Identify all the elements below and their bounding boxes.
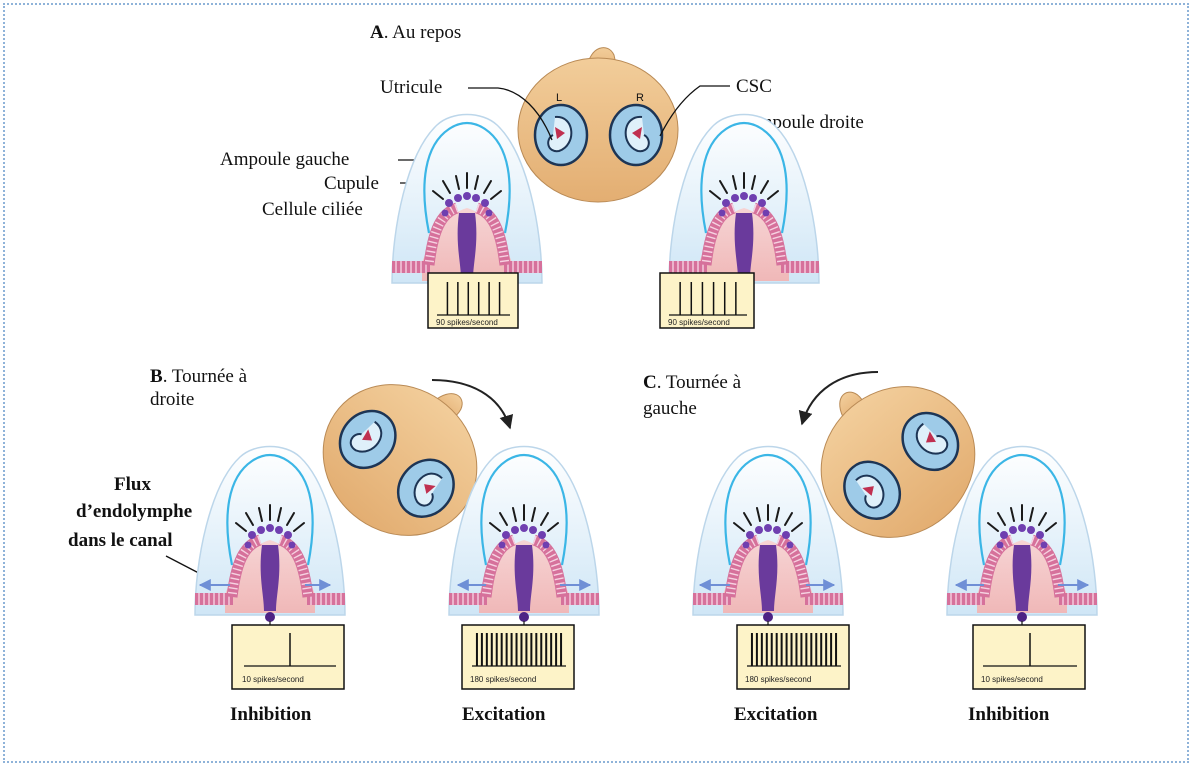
recording-b-left: 10 spikes/second — [232, 625, 344, 689]
rate-a-left: 90 spikes/second — [436, 318, 498, 327]
flux-line2: d’endolymphe — [76, 501, 192, 522]
section-c-title: C. Tournée à — [643, 372, 742, 393]
section-a: A. Au repos L R Utricule CSC Ampoule dro… — [220, 22, 864, 328]
caption-c-right: Inhibition — [968, 704, 1050, 725]
section-c-title-line1: . Tournée à — [657, 372, 742, 393]
section-b-title: B. Tournée à — [150, 366, 248, 387]
section-a-title-text: . Au repos — [384, 22, 462, 43]
label-cellule-ciliee: Cellule ciliée — [262, 199, 363, 220]
rate-c-left: 180 spikes/second — [745, 675, 811, 684]
head-a: L R — [518, 48, 678, 202]
ampulla-c-left — [693, 447, 843, 639]
section-a-title: A. Au repos — [370, 22, 461, 43]
head-a-right-ear-icon — [610, 105, 662, 165]
recording-a-left: 90 spikes/second — [428, 273, 518, 328]
label-cupule: Cupule — [324, 173, 379, 194]
rate-b-left: 10 spikes/second — [242, 675, 304, 684]
section-c-title-line2: gauche — [643, 398, 697, 419]
section-a-letter: A — [370, 22, 384, 43]
recording-a-right: 90 spikes/second — [660, 273, 754, 328]
label-csc: CSC — [736, 76, 772, 97]
rate-c-right: 10 spikes/second — [981, 675, 1043, 684]
caption-c-left: Excitation — [734, 704, 818, 725]
section-c: C. Tournée à gauche — [643, 344, 1097, 725]
ampulla-b-left — [195, 447, 345, 639]
recording-c-left: 180 spikes/second — [737, 625, 849, 689]
section-b-letter: B — [150, 366, 163, 387]
label-utricule: Utricule — [380, 77, 442, 98]
section-b-title-line1: . Tournée à — [163, 366, 248, 387]
flux-line1: Flux — [114, 474, 151, 495]
caption-b-left: Inhibition — [230, 704, 312, 725]
head-left-marker: L — [556, 92, 562, 104]
recording-c-right: 10 spikes/second — [973, 625, 1085, 689]
section-c-letter: C — [643, 372, 657, 393]
caption-b-right: Excitation — [462, 704, 546, 725]
section-b-title-line2: droite — [150, 389, 194, 410]
recording-b-right: 180 spikes/second — [462, 625, 574, 689]
head-right-marker: R — [636, 92, 644, 104]
flux-line3: dans le canal — [68, 530, 173, 551]
rate-b-right: 180 spikes/second — [470, 675, 536, 684]
label-ampoule-gauche: Ampoule gauche — [220, 149, 349, 170]
rate-a-right: 90 spikes/second — [668, 318, 730, 327]
section-b: B. Tournée à droite Flux d’endolymphe da… — [68, 342, 599, 725]
head-a-left-ear-icon — [535, 105, 587, 165]
